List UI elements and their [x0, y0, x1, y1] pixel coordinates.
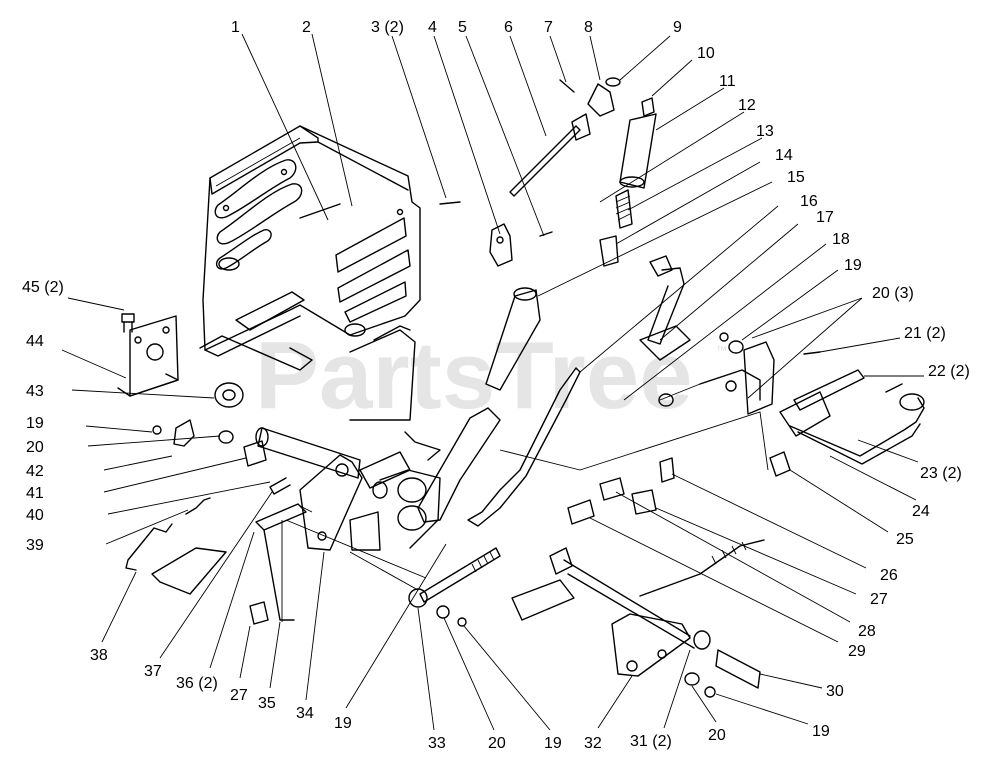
callout-8: 8: [584, 19, 593, 36]
callout-41: 41: [26, 485, 44, 502]
callout-27-right: 27: [870, 591, 888, 608]
callout-19-bottom-left: 19: [334, 715, 352, 732]
left-lever-assembly: [151, 427, 441, 625]
callout-30: 30: [826, 683, 844, 700]
callout-11: 11: [719, 73, 736, 90]
callout-15: 15: [787, 169, 805, 186]
handle-assembly: [417, 287, 581, 527]
callout-20-upper: 20 (3): [872, 285, 914, 302]
watermark-text: PartsTree: [255, 322, 693, 429]
lower-bushings: [408, 451, 791, 627]
callout-12: 12: [738, 97, 756, 114]
left-small-parts: [125, 382, 291, 571]
callout-4: 4: [428, 19, 437, 36]
callout-20-left: 20: [26, 439, 44, 456]
callout-3: 3 (2): [371, 19, 404, 36]
callout-40: 40: [26, 507, 44, 524]
callout-20-lower-right: 20: [708, 727, 726, 744]
callout-38: 38: [90, 647, 108, 664]
callout-13: 13: [756, 123, 774, 140]
callout-27-left: 27: [230, 687, 248, 704]
callout-22: 22 (2): [928, 363, 970, 380]
callout-17: 17: [816, 209, 834, 226]
callout-19-upper: 19: [844, 257, 862, 274]
callout-14: 14: [775, 147, 793, 164]
reference-lines: [281, 383, 769, 622]
callout-1: 1: [231, 19, 240, 36]
callout-37: 37: [144, 663, 162, 680]
callout-20-bottom: 20: [488, 735, 506, 752]
callout-26: 26: [880, 567, 898, 584]
callout-45: 45 (2): [22, 279, 64, 296]
callout-44: 44: [26, 333, 44, 350]
callout-43: 43: [26, 383, 44, 400]
callout-18: 18: [832, 231, 850, 248]
callout-19-bottom: 19: [544, 735, 562, 752]
callout-9: 9: [673, 19, 682, 36]
callout-36: 36 (2): [176, 675, 218, 692]
callout-35: 35: [258, 695, 276, 712]
callout-34: 34: [296, 705, 314, 722]
callout-5: 5: [458, 19, 467, 36]
watermark-trademark: ™: [716, 345, 727, 357]
lower-lever-assembly: [511, 539, 765, 698]
callout-25: 25: [896, 531, 914, 548]
console-housing: [199, 125, 421, 421]
callout-21: 21 (2): [904, 325, 946, 342]
callout-labels: 1 2 3 (2) 4 5 6 7 8 9 10 11 12 13 14 15 …: [22, 19, 970, 752]
callout-28: 28: [858, 623, 876, 640]
callout-7: 7: [544, 19, 553, 36]
right-control-assembly: [639, 255, 925, 465]
callout-33: 33: [428, 735, 446, 752]
callout-39: 39: [26, 537, 44, 554]
center-lever-assembly: [299, 77, 657, 267]
callout-2: 2: [302, 19, 311, 36]
callout-24: 24: [912, 503, 930, 520]
mounting-bracket: [117, 313, 179, 397]
callout-23: 23 (2): [920, 465, 962, 482]
callout-19-left: 19: [26, 415, 44, 432]
callout-32: 32: [584, 735, 602, 752]
callout-10: 10: [697, 45, 715, 62]
callout-19-lower-right: 19: [812, 723, 830, 740]
callout-42: 42: [26, 463, 44, 480]
callout-31: 31 (2): [630, 733, 672, 750]
callout-6: 6: [504, 19, 513, 36]
callout-16: 16: [800, 193, 818, 210]
leader-lines: [61, 33, 924, 731]
callout-29: 29: [848, 643, 866, 660]
